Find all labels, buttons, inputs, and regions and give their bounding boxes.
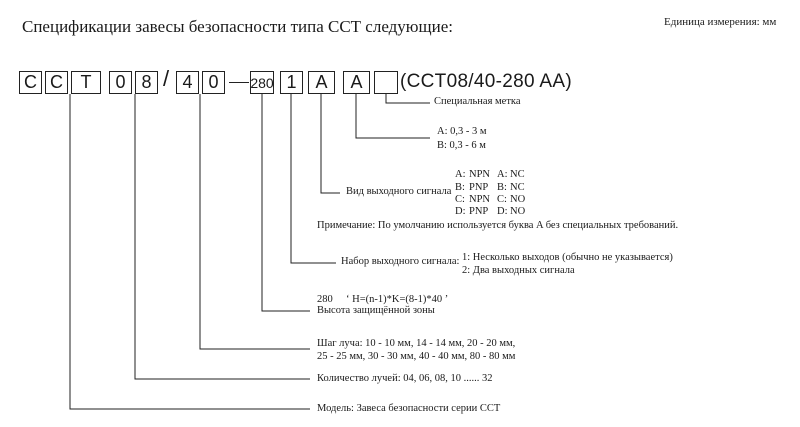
code-box-12 bbox=[374, 71, 398, 94]
signal-type-row-d-type: PNP bbox=[469, 206, 489, 217]
height-value: 280 bbox=[317, 294, 333, 305]
signal-type-row-d-code: D: bbox=[455, 206, 466, 217]
code-box-4: 0 bbox=[109, 71, 132, 94]
signal-type-row-d-contact: NO bbox=[510, 206, 526, 217]
units-label: Единица измерения: мм bbox=[664, 16, 777, 28]
signal-set-option-2: 2: Два выходных сигнала bbox=[462, 265, 575, 276]
code-box-5: 8 bbox=[135, 71, 158, 94]
leader-special-mark bbox=[385, 94, 430, 104]
signal-type-row-b-contact: NC bbox=[510, 182, 525, 193]
code-box-3: T bbox=[71, 71, 101, 94]
leader-height bbox=[261, 94, 310, 312]
signal-type-row-b-code: B: bbox=[455, 182, 465, 193]
special-mark-label: Специальная метка bbox=[434, 96, 521, 107]
model-code-example: (CCT08/40-280 AA) bbox=[400, 71, 572, 92]
code-box-11: A bbox=[343, 71, 370, 94]
signal-type-row-a-contact: NC bbox=[510, 169, 525, 180]
leader-pitch bbox=[199, 94, 310, 350]
signal-type-row-c-contact: NO bbox=[510, 194, 526, 205]
signal-set-label: Набор выходного сигнала: bbox=[341, 256, 460, 267]
signal-type-row-c-code2: C: bbox=[497, 194, 507, 205]
signal-type-row-c-type: NPN bbox=[469, 194, 491, 205]
code-box-8: 280 bbox=[250, 71, 274, 94]
code-box-1: C bbox=[19, 71, 42, 94]
code-box-10: A bbox=[308, 71, 335, 94]
code-box-6: 4 bbox=[176, 71, 199, 94]
leader-model bbox=[69, 94, 310, 410]
signal-type-label: Вид выходного сигнала bbox=[346, 186, 452, 197]
range-b: B: 0,3 - 6 м bbox=[437, 140, 486, 151]
model-description: Модель: Завеса безопасности серии CCT bbox=[317, 403, 501, 414]
code-dash bbox=[229, 82, 249, 83]
height-formula: ‘ H=(n-1)*K=(8-1)*40 ’ bbox=[346, 294, 449, 305]
signal-type-row-a-type: NPN bbox=[469, 169, 491, 180]
signal-type-row-b-code2: B: bbox=[497, 182, 507, 193]
leader-count bbox=[134, 94, 310, 380]
range-a: A: 0,3 - 3 м bbox=[437, 126, 487, 137]
pitch-line-1: Шаг луча: 10 - 10 мм, 14 - 14 мм, 20 - 2… bbox=[317, 338, 516, 349]
default-note: Примечание: По умолчанию используется бу… bbox=[317, 220, 679, 231]
signal-type-row-b-type: PNP bbox=[469, 182, 489, 193]
signal-type-row-a-code: A: bbox=[455, 169, 466, 180]
signal-set-option-1: 1: Несколько выходов (обычно не указывае… bbox=[462, 252, 673, 263]
signal-type-row-d-code2: D: bbox=[497, 206, 508, 217]
code-slash: / bbox=[163, 66, 170, 91]
code-box-9: 1 bbox=[280, 71, 303, 94]
beam-count: Количество лучей: 04, 06, 08, 10 ...... … bbox=[317, 373, 493, 384]
signal-type-row-c-code: C: bbox=[455, 194, 465, 205]
code-box-7: 0 bbox=[202, 71, 225, 94]
page-title: Спецификации завесы безопасности типа СС… bbox=[22, 17, 453, 36]
height-label: Высота защищённой зоны bbox=[317, 305, 435, 316]
leader-signal-type bbox=[320, 94, 340, 194]
code-box-2: C bbox=[45, 71, 68, 94]
leader-range bbox=[355, 94, 430, 139]
pitch-line-2: 25 - 25 мм, 30 - 30 мм, 40 - 40 мм, 80 -… bbox=[317, 351, 516, 362]
leader-signal-set bbox=[290, 94, 336, 264]
signal-type-row-a-code2: A: bbox=[497, 169, 508, 180]
